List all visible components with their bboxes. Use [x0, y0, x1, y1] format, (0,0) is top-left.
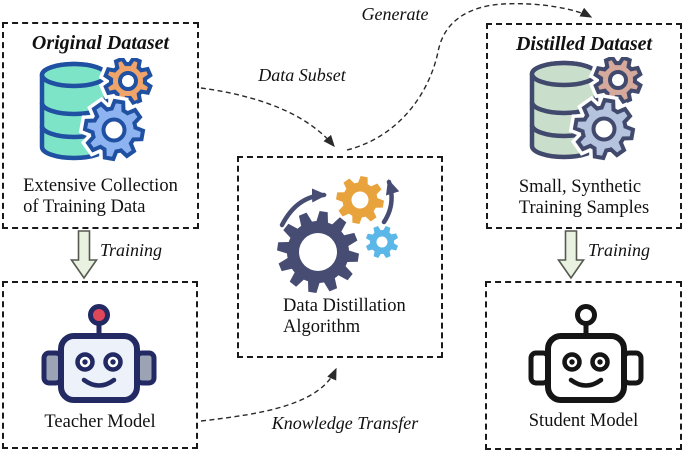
teacher-robot-icon: [41, 304, 157, 403]
data-subset-arrow: [200, 87, 335, 148]
cycle-arrow-left: [279, 188, 327, 228]
original-dataset-box: Original Dataset Extensive Collection: [2, 22, 199, 229]
slate-gear-icon: [568, 93, 640, 163]
large-navy-gear-icon: [277, 211, 359, 293]
training-right-label: Training: [588, 240, 651, 260]
teacher-model-box: Teacher Model: [2, 281, 198, 449]
distilled-dataset-box: Distilled Dataset Small, Synthetic: [486, 23, 682, 229]
robot-head: [58, 333, 140, 403]
robot-smile: [81, 377, 117, 388]
distilled-database-gears-icon: [529, 57, 646, 163]
orange-gear-icon: [98, 58, 156, 111]
distilled-dataset-title: Distilled Dataset: [515, 33, 653, 55]
original-dataset-caption: Extensive Collection of Training Data: [23, 176, 178, 218]
robot-head: [545, 333, 627, 403]
gears-algorithm-icon: [277, 176, 400, 293]
student-model-box: Student Model: [485, 281, 682, 450]
original-dataset-title: Original Dataset: [31, 32, 170, 54]
original-database-gears-icon: [39, 58, 156, 164]
algorithm-caption: Data Distillation Algorithm: [283, 296, 406, 338]
knowledge-transfer-label: Knowledge Transfer: [271, 413, 419, 433]
teacher-model-caption: Teacher Model: [44, 412, 156, 432]
small-blue-gear-icon: [366, 226, 398, 258]
pink-gear-icon: [588, 57, 646, 110]
training-left-label: Training: [100, 240, 163, 260]
data-subset-label: Data Subset: [258, 65, 346, 85]
blue-gear-icon: [78, 94, 150, 164]
cycle-arrow-right: [381, 179, 400, 225]
orange-gear-icon: [336, 176, 384, 224]
robot-antenna-ball: [575, 304, 597, 326]
generate-label: Generate: [361, 4, 429, 24]
training-arrow-right: [556, 230, 586, 280]
robot-smile: [568, 377, 604, 388]
algorithm-box: Data Distillation Algorithm: [237, 156, 443, 358]
student-model-caption: Student Model: [528, 411, 639, 431]
student-robot-icon: [528, 304, 644, 403]
training-arrow-left: [69, 230, 99, 280]
distilled-dataset-caption: Small, Synthetic Training Samples: [518, 177, 650, 219]
robot-antenna-ball: [88, 304, 110, 326]
